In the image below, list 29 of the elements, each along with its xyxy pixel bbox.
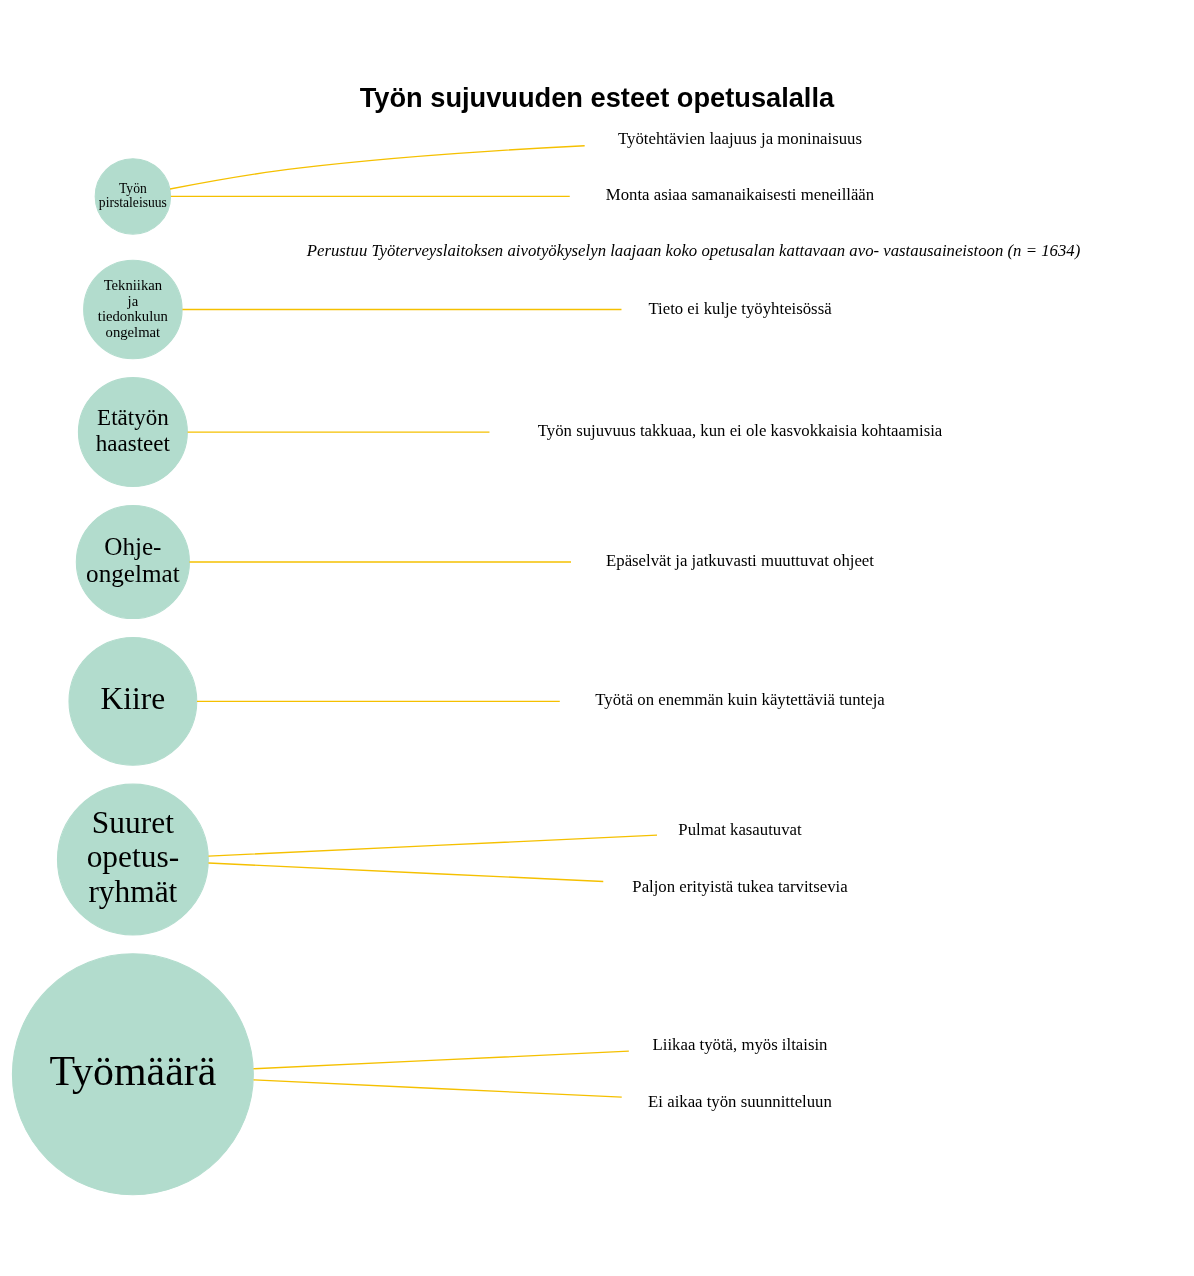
- connector: [252, 1050, 630, 1069]
- node-circle: Suuret opetus- ryhmät: [56, 783, 209, 935]
- connector: [188, 560, 572, 563]
- node-text: Työtehtävien laajuus ja moninaisuus: [618, 128, 862, 148]
- connector: [196, 700, 561, 702]
- node-text: Tieto ei kulje työyhteisössä: [648, 298, 832, 318]
- node-text: Epäselvät ja jatkuvasti muuttuvat ohjeet: [606, 550, 874, 570]
- diagram-title: Työn sujuvuuden esteet opetusalalla: [359, 81, 835, 113]
- connector: [252, 1078, 623, 1098]
- connector: [207, 861, 604, 882]
- node-circle: Ohje- ongelmat: [75, 504, 190, 619]
- node-text: Ei aikaa työn suunnitteluun: [648, 1091, 832, 1111]
- node-text: Liikaa työtä, myös iltaisin: [652, 1034, 828, 1054]
- node-text: Pulmat kasautuvat: [678, 819, 802, 839]
- node-circle: Työmäärä: [11, 952, 254, 1195]
- connector: [207, 833, 658, 857]
- connector: [181, 308, 623, 310]
- connector: [186, 430, 491, 433]
- node-circle: Tekniikan ja tiedonkulun ongelmat: [83, 259, 183, 359]
- node-circle: Työn pirstaleisuus: [94, 157, 172, 235]
- node-text: Paljon erityistä tukea tarvitsevia: [632, 876, 848, 896]
- node-text: Monta asiaa samanaikaisesti meneillään: [605, 184, 875, 204]
- node-circle: Etätyön haasteet: [77, 376, 188, 487]
- node-text: Työtä on enemmän kuin käytettäviä tunteja: [595, 689, 885, 709]
- caption: Perustuu Työterveyslaitoksen aivotyökyselyn laajaan koko opetusalan kattavaan avo- vastausaineistoon (n = 1634): [306, 240, 1081, 260]
- connector: [170, 195, 571, 197]
- connector: [169, 144, 586, 190]
- node-circle: Kiire: [68, 636, 198, 766]
- node-text: Työn sujuvuus takkuaa, kun ei ole kasvokkaisia kohtaamisia: [537, 420, 943, 440]
